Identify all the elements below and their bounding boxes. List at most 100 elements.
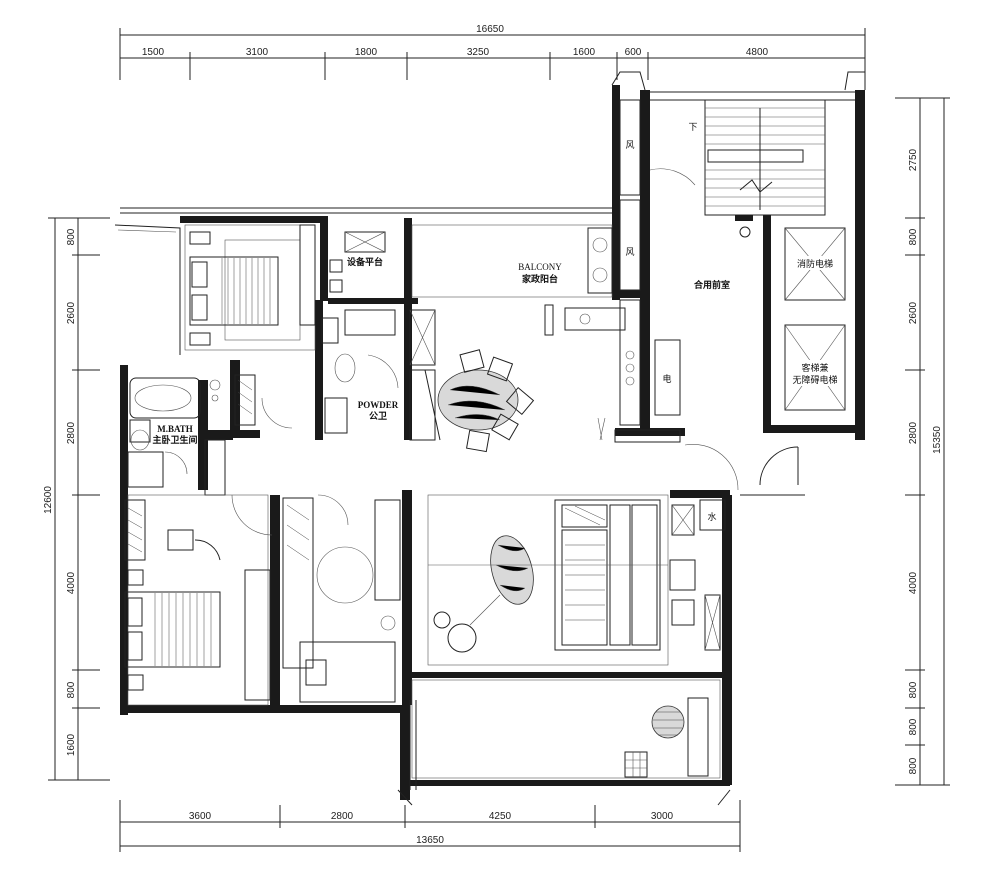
- wardrobe: [299, 224, 316, 326]
- left-dim-3: 2800: [66, 421, 77, 444]
- top-dim-4: 3250: [467, 47, 490, 58]
- fire-elevator-label: 消防电梯: [797, 258, 833, 269]
- armchair: [447, 623, 477, 653]
- nightstand: [189, 231, 211, 245]
- shower: [127, 451, 164, 488]
- kitchen-sink: [564, 307, 626, 331]
- powder-room: POWDER 公卫: [321, 309, 436, 441]
- passenger-elevator: 客梯兼 无障碍电梯: [784, 324, 846, 411]
- living-room: 水: [374, 444, 739, 666]
- stair-core: 风 风 下 合用前室 消防电梯: [619, 99, 846, 496]
- desk: [167, 529, 194, 551]
- passenger-elevator-label-2: 无障碍电梯: [792, 374, 837, 385]
- right-total-dimension: 15350: [932, 426, 943, 454]
- dining-table: [437, 369, 519, 431]
- walls: [114, 71, 866, 800]
- powder-label-en: POWDER: [358, 400, 399, 410]
- air-shaft-label-1: 风: [625, 140, 634, 150]
- washer-stack: [587, 227, 613, 294]
- balcony-label-en: BALCONY: [518, 262, 562, 272]
- powder-toilet: [334, 353, 356, 383]
- passenger-elevator-label-1: 客梯兼: [801, 362, 828, 373]
- bottom-dim-4: 3000: [651, 811, 674, 822]
- top-dim-3: 1800: [355, 47, 378, 58]
- round-rug: [316, 546, 374, 604]
- left-dimension-group: 12600 800 2600 2800 4000 800 1600: [43, 217, 110, 781]
- closet: [234, 374, 256, 426]
- right-dimension-group: 2750 800 2600 2800 4000 800 800 800 1535…: [895, 97, 950, 786]
- tv-console: [374, 499, 401, 601]
- master-bed: [189, 256, 279, 326]
- water-shaft-label: 水: [707, 511, 716, 522]
- master-bath-label-cn: 主卧卫生间: [152, 434, 197, 445]
- dining-chair: [459, 349, 485, 373]
- right-dim-3: 2600: [908, 301, 919, 324]
- dining-chair: [491, 413, 519, 441]
- sofa: [554, 499, 661, 651]
- fire-elevator: 消防电梯: [784, 227, 846, 301]
- study-desk: [299, 641, 396, 703]
- kitchen-counter: [619, 299, 641, 426]
- air-shaft-label-2: 风: [625, 247, 634, 257]
- guest-bed: [124, 591, 221, 668]
- equipment-platform: 设备平台: [329, 231, 386, 293]
- bottom-dim-2: 2800: [331, 811, 354, 822]
- guest-bedroom: [124, 494, 273, 706]
- powder-sink: [344, 309, 396, 336]
- service-balcony: BALCONY 家政阳台: [411, 224, 613, 298]
- dining-area: [424, 304, 554, 453]
- bathtub: [129, 377, 201, 419]
- left-dim-6: 1600: [66, 733, 77, 756]
- right-dim-5: 4000: [908, 571, 919, 594]
- bottom-total-dimension: 13650: [416, 835, 444, 846]
- master-bath-label-en: M.BATH: [157, 424, 193, 434]
- stair-down-label: 下: [688, 122, 697, 132]
- master-bedroom: [184, 224, 316, 429]
- bottom-dimension-group: 3600 2800 4250 3000 13650: [119, 800, 741, 852]
- top-dim-1: 1500: [142, 47, 165, 58]
- top-dim-7: 4800: [746, 47, 769, 58]
- top-total-dimension: 16650: [476, 24, 504, 35]
- terrace-table: [651, 705, 685, 739]
- dining-chair: [466, 429, 490, 453]
- wardrobe: [124, 499, 146, 561]
- grille: [624, 751, 648, 778]
- shared-lobby-label: 合用前室: [694, 279, 730, 290]
- bookshelf: [282, 497, 314, 669]
- dining-chair: [505, 386, 535, 416]
- equipment-platform-label: 设备平台: [347, 256, 383, 267]
- staircase: 下: [688, 99, 826, 216]
- door-swing: [261, 397, 293, 429]
- right-dim-2: 800: [908, 228, 919, 245]
- bottom-dim-1: 3600: [189, 811, 212, 822]
- electric-shaft-label: 电: [662, 373, 671, 384]
- top-dim-6: 600: [625, 47, 642, 58]
- right-dim-4: 2800: [908, 421, 919, 444]
- right-dim-6: 800: [908, 681, 919, 698]
- powder-label-cn: 公卫: [369, 411, 387, 421]
- bottom-dim-3: 4250: [489, 811, 512, 822]
- right-dim-7: 800: [908, 718, 919, 735]
- left-dim-4: 4000: [66, 571, 77, 594]
- left-dim-5: 800: [66, 681, 77, 698]
- top-dim-5: 1600: [573, 47, 596, 58]
- toilet: [129, 419, 151, 443]
- left-total-dimension: 12600: [43, 486, 54, 514]
- top-dim-2: 3100: [246, 47, 269, 58]
- top-dimension-group: 16650 1500 3100 1800 3250 1600 600 4800: [119, 24, 866, 80]
- left-dim-2: 2600: [66, 301, 77, 324]
- kitchen: 电: [564, 299, 681, 443]
- right-dim-8: 800: [908, 757, 919, 774]
- right-dim-1: 2750: [908, 148, 919, 171]
- balcony-label-cn: 家政阳台: [522, 273, 558, 284]
- study-room: [282, 494, 396, 703]
- door-swing: [649, 168, 696, 186]
- left-dim-1: 800: [66, 228, 77, 245]
- entry-door-swing: [759, 446, 799, 486]
- closet: [244, 569, 271, 701]
- shaft: [409, 309, 436, 366]
- front-terrace: [397, 679, 731, 806]
- nightstand: [189, 332, 211, 346]
- dining-chair: [486, 356, 514, 382]
